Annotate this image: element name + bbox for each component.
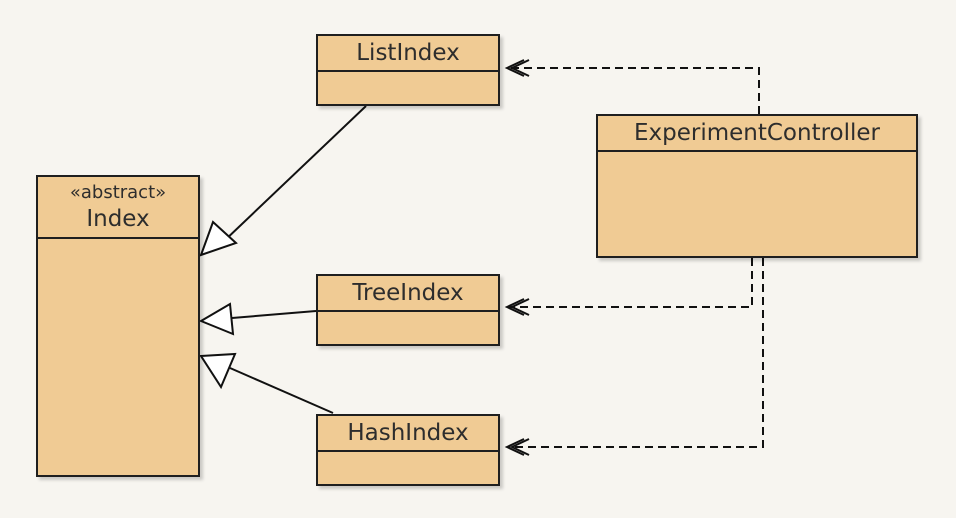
class-name-treeindex: TreeIndex (352, 279, 464, 306)
generalization-treeindex-to-index (198, 302, 317, 336)
class-name-experimentcontroller: ExperimentController (633, 119, 881, 146)
class-name-compartment: «abstract» Index (38, 177, 198, 239)
dependency-experiment-to-hashindex (504, 258, 764, 456)
stereotype-label: «abstract» (69, 181, 167, 203)
class-box-hashindex[interactable]: HashIndex (316, 414, 500, 486)
dependency-experiment-to-treeindex (504, 258, 753, 316)
class-name-index: Index (86, 205, 150, 232)
dependency-experiment-to-listindex (504, 59, 760, 114)
class-name-compartment: TreeIndex (318, 276, 498, 312)
class-box-treeindex[interactable]: TreeIndex (316, 274, 500, 346)
class-box-listindex[interactable]: ListIndex (316, 34, 500, 106)
generalization-listindex-to-index (199, 105, 367, 257)
class-name-listindex: ListIndex (356, 39, 460, 66)
generalization-hashindex-to-index (199, 352, 334, 414)
class-name-compartment: ListIndex (318, 36, 498, 72)
class-box-index[interactable]: «abstract» Index (36, 175, 200, 477)
class-name-hashindex: HashIndex (347, 419, 469, 446)
class-name-compartment: ExperimentController (598, 116, 916, 152)
class-name-compartment: HashIndex (318, 416, 498, 452)
class-box-experimentcontroller[interactable]: ExperimentController (596, 114, 918, 258)
